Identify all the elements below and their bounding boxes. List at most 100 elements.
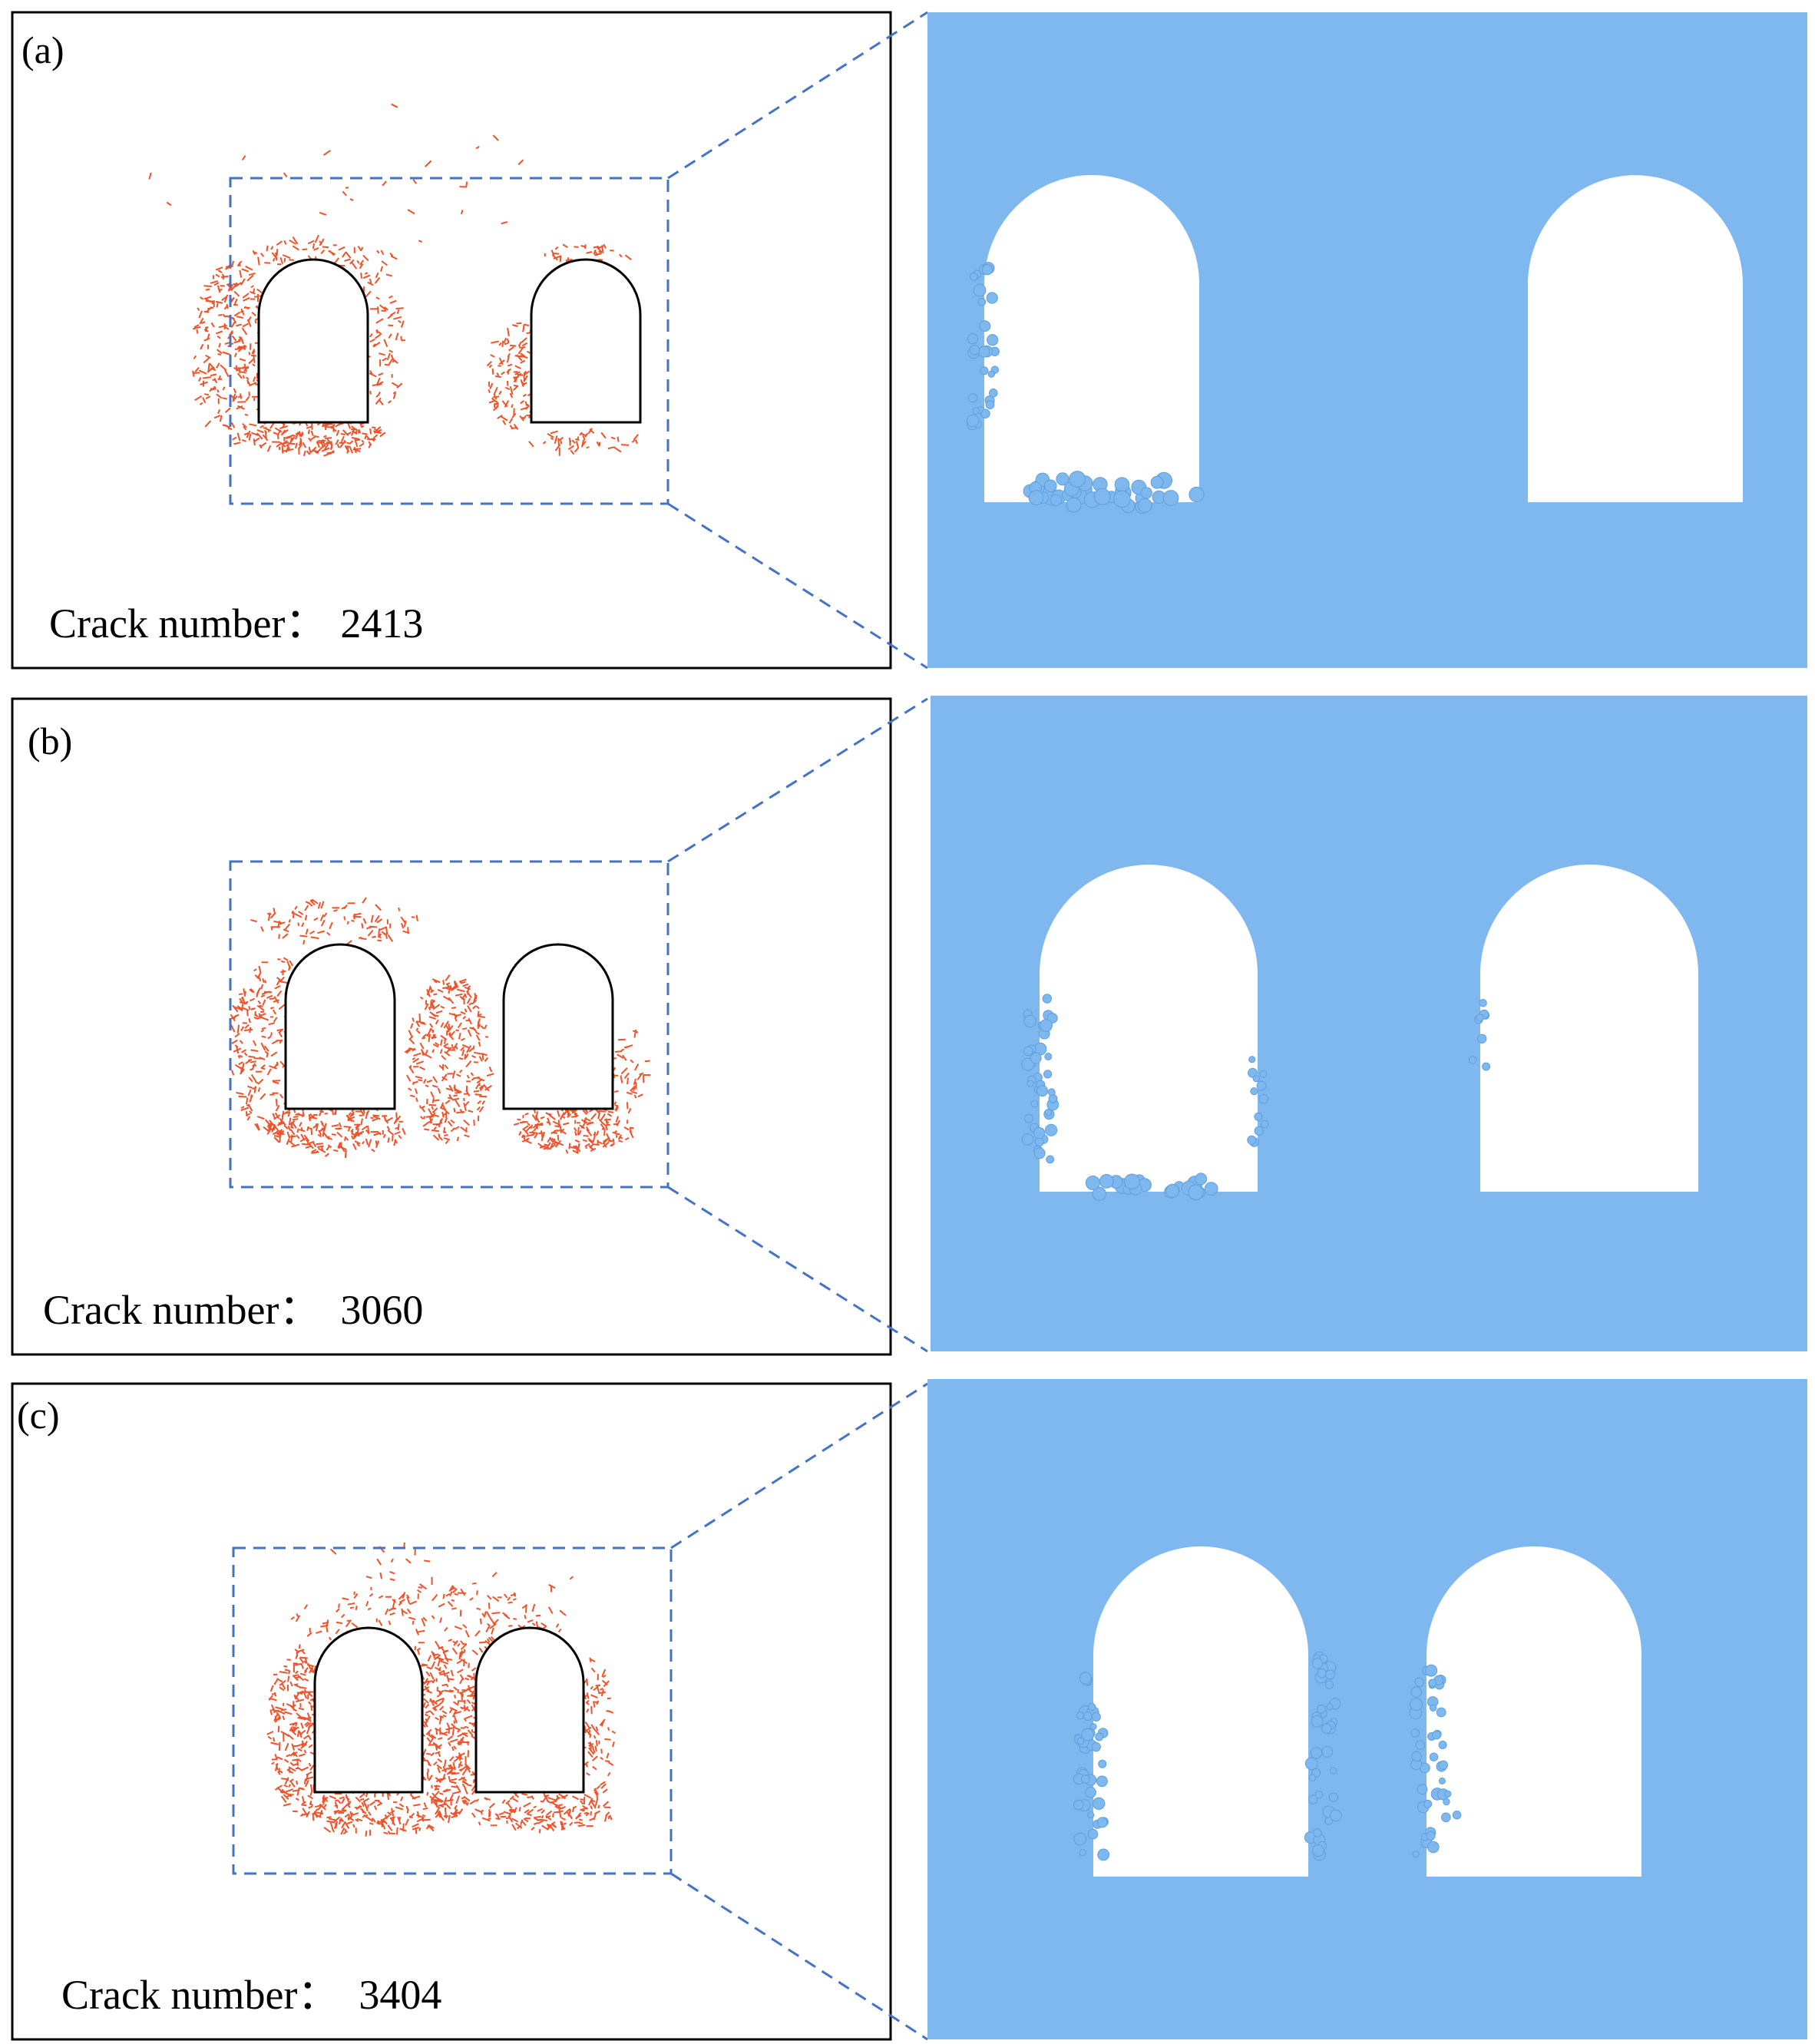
crack-mark	[231, 1039, 238, 1044]
crack-mark	[312, 243, 316, 249]
crack-mark	[300, 1729, 306, 1735]
crack-mark	[472, 1005, 477, 1010]
crack-mark	[410, 1794, 416, 1800]
crack-mark	[636, 1073, 643, 1080]
crack-mark	[445, 1087, 452, 1091]
panel-b-debris	[1021, 994, 1490, 1201]
crack-mark	[414, 1645, 417, 1651]
crack-mark	[218, 324, 227, 329]
crack-mark	[454, 1126, 460, 1130]
crack-mark	[475, 1005, 480, 1010]
crack-mark	[354, 1140, 361, 1145]
crack-mark	[380, 250, 385, 256]
crack-mark	[422, 1702, 426, 1708]
crack-mark	[496, 1814, 500, 1820]
crack-mark	[577, 1127, 580, 1136]
crack-mark	[365, 1129, 369, 1133]
crack-mark	[590, 1705, 593, 1715]
crack-mark	[481, 1817, 491, 1822]
crack-mark	[520, 359, 526, 364]
crack-mark	[590, 1667, 596, 1673]
crack-mark	[475, 145, 480, 150]
crack-mark	[241, 346, 246, 349]
crack-mark	[288, 1768, 291, 1774]
crack-mark	[246, 430, 251, 438]
crack-mark	[504, 386, 511, 391]
crack-mark	[406, 1074, 412, 1082]
loose-particle	[1043, 1070, 1053, 1079]
crack-mark	[273, 999, 279, 1003]
crack-mark	[549, 1136, 554, 1143]
crack-mark	[347, 432, 352, 435]
loose-particle	[1081, 1728, 1094, 1741]
crack-mark	[365, 1831, 368, 1837]
crack-mark	[513, 423, 519, 430]
crack-mark	[351, 1135, 354, 1140]
crack-mark	[631, 438, 636, 443]
crack-mark	[408, 1035, 414, 1040]
crack-mark	[626, 1077, 629, 1085]
crack-mark	[565, 258, 573, 262]
crack-mark	[303, 1778, 306, 1784]
crack-mark	[464, 1053, 467, 1060]
crack-mark	[395, 332, 399, 341]
crack-mark	[307, 1794, 313, 1800]
crack-mark	[513, 385, 519, 391]
crack-mark	[341, 251, 347, 258]
crack-mark	[369, 278, 372, 284]
crack-mark	[374, 915, 380, 923]
crack-mark	[290, 1125, 294, 1129]
crack-mark	[451, 1723, 456, 1728]
crack-mark	[593, 1735, 597, 1739]
crack-mark	[249, 997, 256, 1002]
crack-mark	[231, 422, 236, 428]
crack-mark	[531, 1622, 536, 1626]
crack-mark	[591, 1745, 596, 1754]
crack-mark	[415, 1076, 423, 1080]
loose-particle	[1137, 498, 1152, 513]
crack-mark	[398, 1599, 405, 1603]
crack-mark	[278, 1004, 286, 1010]
crack-mark	[633, 434, 639, 441]
crack-mark	[299, 1129, 306, 1133]
crack-mark	[372, 426, 376, 429]
loose-particle	[1304, 1757, 1318, 1771]
crack-mark	[521, 337, 527, 343]
crack-mark	[204, 420, 212, 428]
crack-mark	[312, 1123, 319, 1129]
crack-mark	[413, 1804, 421, 1807]
crack-mark	[436, 1798, 441, 1802]
crack-mark	[438, 1133, 441, 1139]
crack-mark	[232, 395, 238, 402]
crack-mark	[298, 1731, 302, 1738]
crack-mark	[345, 1796, 350, 1801]
crack-mark	[273, 996, 279, 1004]
crack-mark	[467, 1694, 475, 1697]
loose-particle	[1097, 1848, 1110, 1861]
crack-mark	[451, 1097, 460, 1101]
crack-mark	[317, 1145, 324, 1148]
crack-mark	[400, 320, 405, 328]
crack-mark	[456, 1659, 462, 1665]
crack-mark	[451, 1814, 458, 1818]
crack-mark	[270, 926, 273, 931]
crack-mark	[277, 1717, 282, 1721]
crack-mark	[437, 1811, 441, 1818]
crack-mark	[438, 1670, 444, 1675]
loose-particle	[1412, 1851, 1420, 1858]
crack-mark	[310, 435, 316, 441]
crack-mark	[564, 1109, 572, 1116]
crack-mark	[419, 1042, 425, 1050]
loose-particle	[1083, 1712, 1093, 1721]
crack-mark	[478, 1082, 481, 1086]
crack-mark	[302, 450, 306, 457]
crack-mark	[403, 920, 407, 928]
crack-mark	[391, 103, 398, 108]
crack-mark	[329, 250, 335, 256]
crack-mark	[278, 1741, 281, 1751]
panel-b-zoom-cavity-left	[1040, 865, 1258, 1192]
crack-mark	[504, 342, 508, 346]
loose-particle	[1247, 1135, 1257, 1145]
crack-mark	[550, 430, 558, 435]
loose-particle	[1204, 1182, 1218, 1196]
